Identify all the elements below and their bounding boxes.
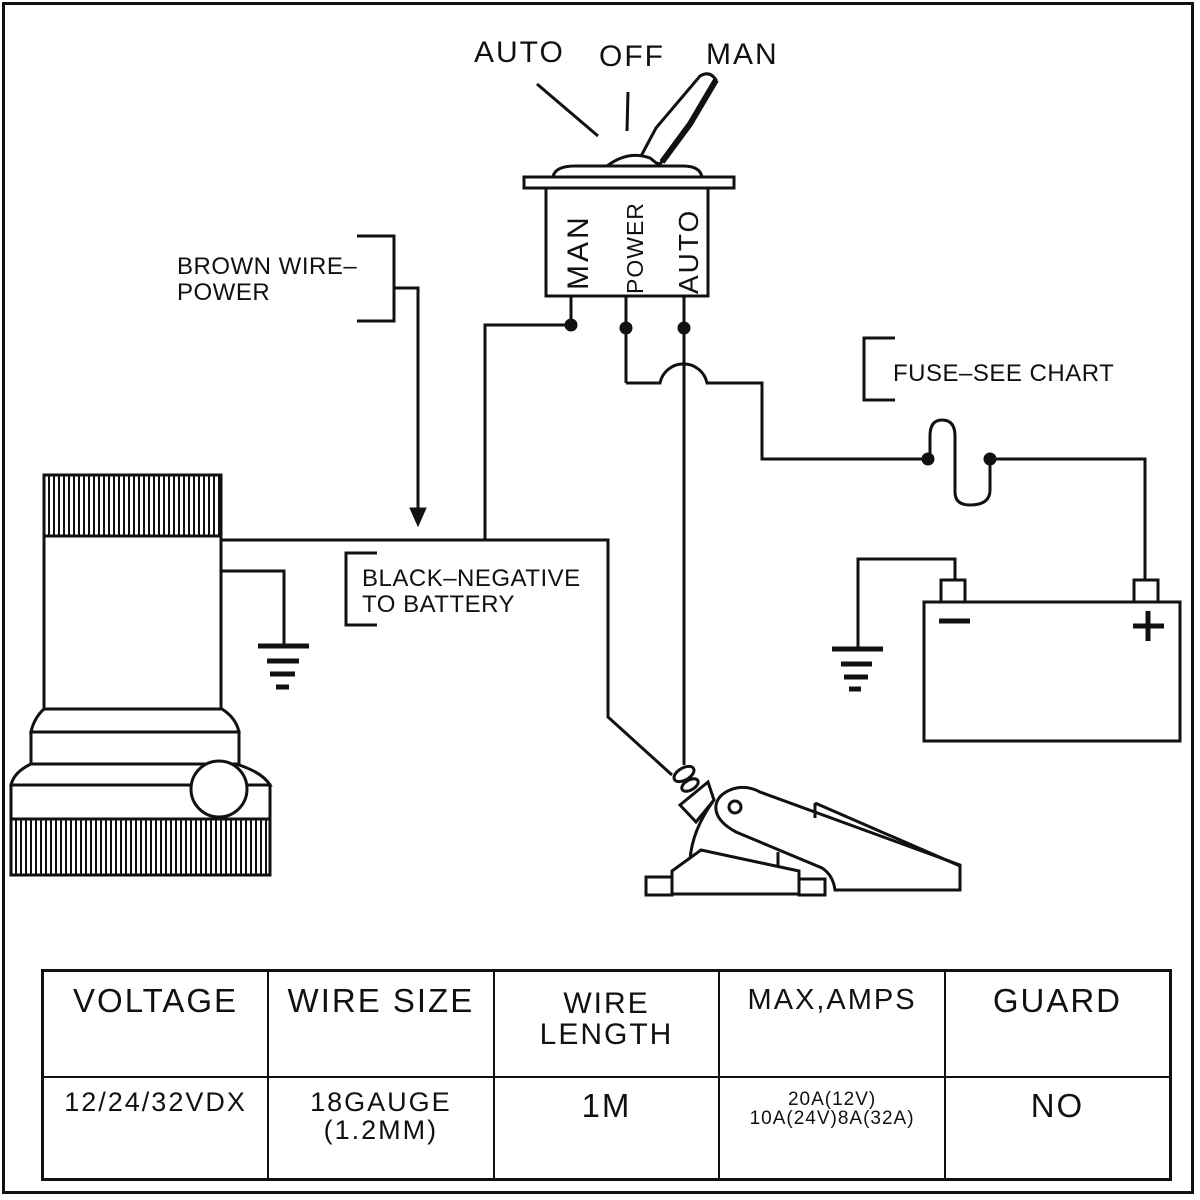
off-indicator-line [625, 91, 630, 132]
float-wire-grommet-2 [680, 777, 700, 793]
brown-wire-arrowhead [409, 507, 427, 528]
wire-fuse-to-battery-positive [990, 457, 1147, 580]
switch-position-man: MAN [706, 38, 779, 71]
float-fin [813, 801, 961, 868]
cell-max-amps-line1: 20A(12V) [787, 1089, 877, 1110]
battery-plus-icon [1133, 611, 1164, 641]
toggle-lever-shadow [659, 78, 719, 164]
toggle-switch [522, 72, 736, 298]
brown-wire-label-line2: POWER [177, 279, 271, 306]
pump-outlet-port [189, 759, 249, 819]
terminal-power-dot [619, 321, 633, 335]
pump-bottom-ribs [15, 819, 267, 875]
float-wire-grommet-1 [672, 764, 696, 784]
black-negative-label-line2: TO BATTERY [362, 591, 516, 618]
fuse-bracket [862, 336, 895, 402]
wire-man-to-junction [483, 323, 571, 540]
header-guard: GUARD [943, 969, 1172, 1078]
terminal-label-auto: AUTO [673, 208, 704, 294]
pump-body [42, 534, 223, 711]
switch-body [544, 186, 710, 298]
fuse-label: FUSE–SEE CHART [893, 360, 1115, 387]
brown-wire-label: BROWN WIRE– POWER [177, 254, 357, 306]
black-negative-label-line1: BLACK–NEGATIVE [362, 565, 581, 592]
wire-pump-ground [222, 569, 286, 645]
cell-wire-size: 18GAUGE (1.2MM) [267, 1076, 495, 1181]
pump-collar [29, 707, 241, 734]
spec-table-row: 12/24/32VDX 18GAUGE (1.2MM) 1M 20A(12V) … [41, 1076, 1172, 1181]
switch-position-auto: AUTO [474, 36, 565, 69]
wire-power-to-fuse [626, 362, 930, 461]
spec-table-header-row: VOLTAGE WIRE SIZE WIRE LENGTH MAX,AMPS G… [41, 969, 1172, 1078]
switch-position-off: OFF [599, 40, 665, 73]
float-base-arc [688, 799, 716, 861]
cell-wire-length: 1M [492, 1076, 721, 1181]
pump-ground-icon [258, 643, 309, 690]
cell-voltage: 12/24/32VDX [41, 1076, 270, 1181]
cell-max-amps: 20A(12V) 10A(24V)8A(32A) [718, 1076, 946, 1181]
battery-positive-post [1132, 578, 1160, 604]
header-max-amps: MAX,AMPS [718, 969, 946, 1078]
battery-ground-icon [832, 646, 883, 692]
toggle-dome [606, 153, 661, 168]
header-wire-length-line1: WIRE [563, 987, 650, 1020]
header-wire-length-line2: LENGTH [539, 1018, 674, 1051]
spec-table: VOLTAGE WIRE SIZE WIRE LENGTH MAX,AMPS G… [41, 969, 1172, 1181]
cell-guard: NO [943, 1076, 1172, 1181]
header-voltage: VOLTAGE [41, 969, 270, 1078]
float-mount-tab-left [644, 875, 674, 897]
toggle-bezel [551, 164, 704, 178]
fuse-symbol [928, 418, 992, 507]
auto-indicator-line [536, 82, 599, 138]
toggle-lever [637, 72, 718, 166]
pump-ring [29, 730, 241, 766]
brown-wire-leader [394, 286, 420, 512]
switch-terminals [564, 296, 691, 765]
fuse-dot-left [921, 452, 935, 466]
float-base [670, 848, 801, 896]
bilge-pump [9, 473, 273, 877]
cell-wire-size-line2: (1.2MM) [323, 1115, 439, 1145]
terminal-auto-dot [677, 321, 691, 335]
black-negative-bracket [344, 551, 377, 627]
black-negative-label: BLACK–NEGATIVE TO BATTERY [362, 566, 581, 618]
header-wire-size: WIRE SIZE [267, 969, 495, 1078]
header-wire-length: WIRE LENGTH [492, 969, 721, 1078]
cell-max-amps-line2: 10A(24V)8A(32A) [749, 1108, 915, 1129]
terminal-label-power: POWER [622, 202, 648, 294]
brown-wire-bracket [357, 234, 396, 323]
cell-wire-size-line1: 18GAUGE [310, 1087, 452, 1117]
float-arm [714, 785, 962, 892]
float-pivot [727, 799, 743, 815]
battery-negative-post [939, 578, 967, 604]
switch-flange [522, 175, 736, 190]
wire-pump-to-float [222, 538, 674, 777]
float-mount-tab-right [797, 877, 827, 897]
brown-wire-label-line1: BROWN WIRE– [177, 253, 358, 280]
float-switch [644, 764, 962, 897]
pump-top-ribs [48, 475, 220, 536]
wire-battery-negative-to-ground [856, 557, 957, 648]
battery [922, 578, 1182, 743]
terminal-label-man: MAN [562, 214, 595, 290]
